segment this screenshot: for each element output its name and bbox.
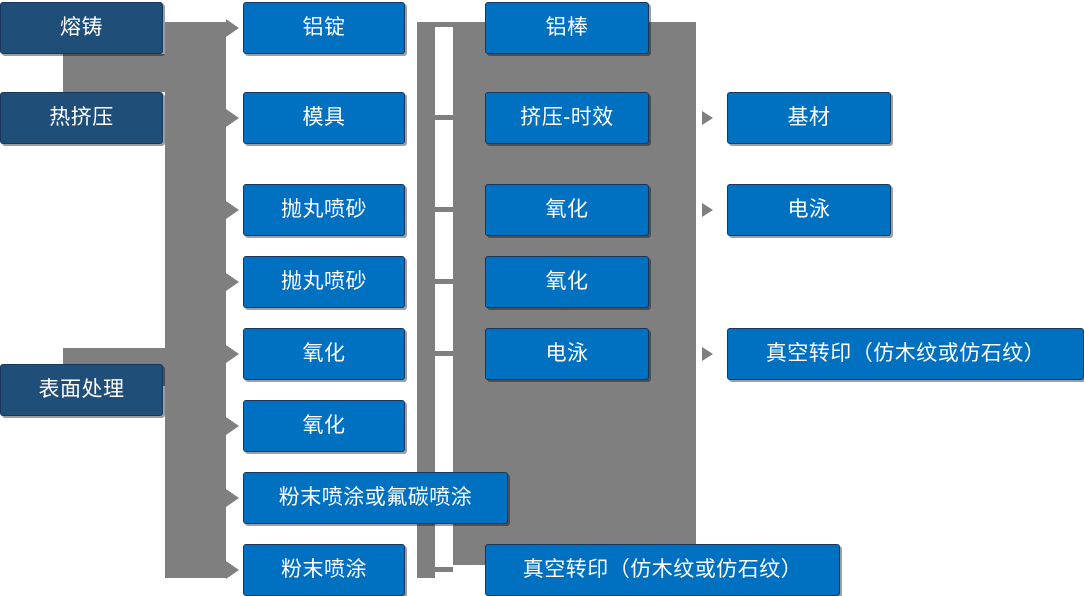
left-bus-arrow-7 (226, 489, 239, 507)
left-bus-trunk (165, 22, 226, 578)
step-powder-coating[interactable]: 粉末喷涂 (243, 544, 405, 596)
output-arrow-vacuum-transfer (702, 347, 713, 361)
output-arrow-electrophoresis (702, 203, 713, 217)
left-bus-arrow-5 (226, 345, 239, 363)
step-aluminum-bar[interactable]: 铝棒 (485, 2, 649, 54)
stage-surface-treatment[interactable]: 表面处理 (0, 364, 163, 416)
left-bus-arrow-2 (226, 109, 239, 127)
step-aluminum-ingot[interactable]: 铝锭 (243, 2, 405, 54)
step-oxidation-1[interactable]: 氧化 (243, 328, 405, 380)
step-shot-blast-2[interactable]: 抛丸喷砂 (243, 256, 405, 308)
mid-bus-rung-3 (435, 207, 453, 212)
mid-bus-rung-2 (435, 115, 453, 120)
step-electrophoresis-1[interactable]: 电泳 (485, 328, 649, 380)
left-bus-top-stub (63, 54, 165, 92)
output-electrophoresis[interactable]: 电泳 (727, 184, 891, 236)
step-powder-or-pvdf[interactable]: 粉末喷涂或氟碳喷涂 (243, 472, 508, 524)
step-oxidation-3[interactable]: 氧化 (485, 184, 649, 236)
output-arrow-substrate (702, 111, 713, 125)
mid-bus-thin-bar (417, 22, 435, 578)
step-vacuum-transfer-2[interactable]: 真空转印（仿木纹或仿石纹） (485, 544, 840, 596)
mid-bus-rung-6 (435, 567, 453, 572)
mid-bus-rung-5 (435, 351, 453, 356)
output-vacuum-transfer[interactable]: 真空转印（仿木纹或仿石纹） (727, 328, 1084, 380)
mid-bus-rung-1 (435, 22, 453, 27)
stage-melt-cast[interactable]: 熔铸 (0, 2, 163, 54)
left-bus-arrow-3 (226, 201, 239, 219)
stage-hot-extrusion[interactable]: 热挤压 (0, 92, 163, 144)
left-bus-arrow-1 (226, 19, 239, 37)
step-extrusion-aging[interactable]: 挤压-时效 (485, 92, 649, 144)
step-shot-blast-1[interactable]: 抛丸喷砂 (243, 184, 405, 236)
step-oxidation-4[interactable]: 氧化 (485, 256, 649, 308)
step-oxidation-2[interactable]: 氧化 (243, 400, 405, 452)
left-bus-arrow-6 (226, 417, 239, 435)
left-bus-arrow-8 (226, 561, 239, 579)
mid-bus-rung-4 (435, 279, 453, 284)
output-substrate[interactable]: 基材 (727, 92, 891, 144)
step-mold[interactable]: 模具 (243, 92, 405, 144)
left-bus-arrow-4 (226, 273, 239, 291)
